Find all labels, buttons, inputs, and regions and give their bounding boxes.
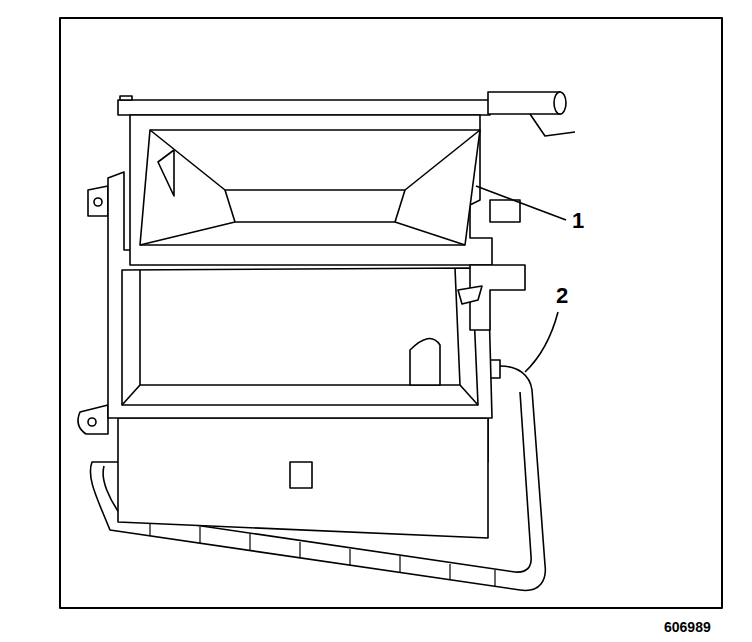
case-opening [158, 150, 174, 196]
tray-lip [103, 392, 531, 572]
housing-edge [460, 385, 478, 405]
case-ridges [140, 130, 480, 245]
case-tube [488, 92, 560, 114]
mounting-hole [88, 418, 96, 426]
housing-lower-front [118, 418, 488, 538]
mounting-flange [78, 405, 108, 434]
case-clip [458, 286, 482, 304]
callout-number: 2 [556, 285, 568, 307]
case-pyramid [140, 130, 480, 245]
tube-bracket [530, 114, 575, 136]
leader-line [476, 186, 566, 220]
figure-frame [60, 18, 722, 608]
housing-inner-wall [122, 268, 478, 405]
housing-edge [122, 385, 140, 405]
callout-number: 1 [572, 210, 584, 232]
housing-inner-floor [140, 268, 460, 385]
mounting-tab [88, 186, 108, 216]
housing-gusset [410, 339, 440, 385]
case-tab [490, 200, 520, 222]
case-panel [225, 190, 405, 222]
figure-number: 606989 [664, 620, 711, 634]
tube-end [554, 92, 566, 114]
leader-line [525, 312, 558, 372]
housing-window [290, 462, 312, 488]
case-body [130, 115, 492, 265]
mounting-hole [94, 198, 102, 206]
case-top-plate [118, 100, 490, 115]
case-lug [120, 96, 132, 100]
